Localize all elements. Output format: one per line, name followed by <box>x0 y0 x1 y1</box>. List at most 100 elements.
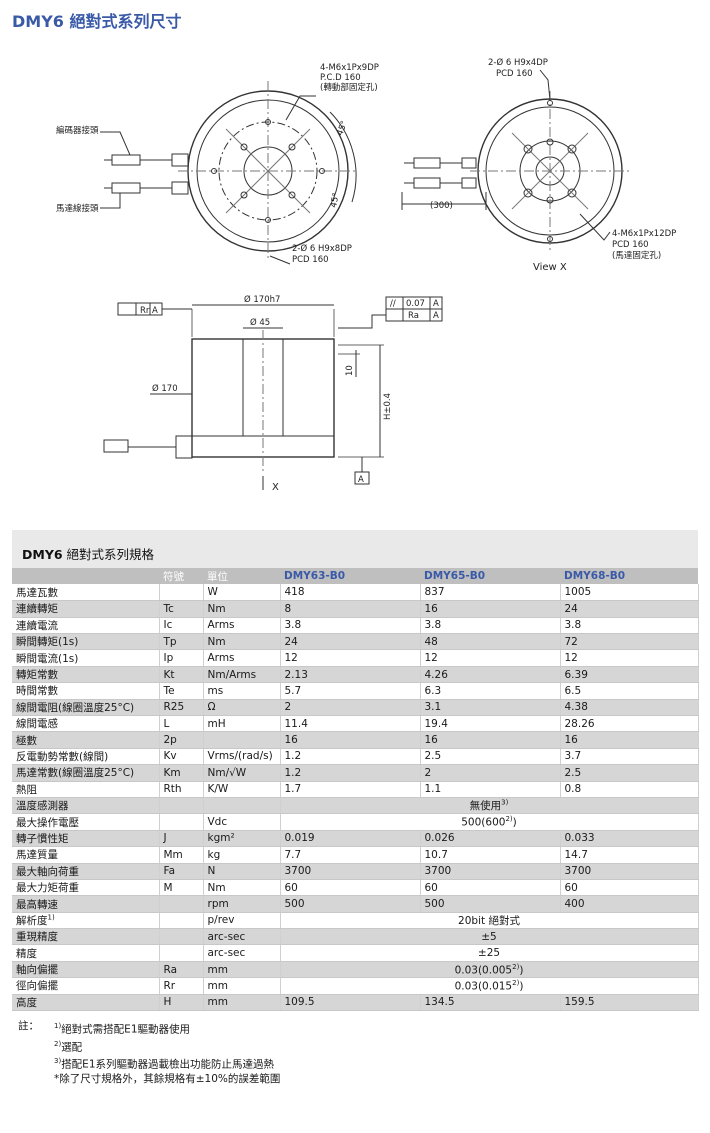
symbol-cell: Rr <box>159 977 204 995</box>
unit-cell: ms <box>203 682 281 700</box>
param-cell: 瞬間轉矩(1s) <box>12 633 160 651</box>
front-callout-top-2: P.C.D 160 <box>320 73 361 83</box>
value-cell: 60 <box>280 879 421 897</box>
param-cell: 最大軸向荷重 <box>12 863 160 880</box>
spec-table-title: DMY6 絕對式系列規格 <box>22 547 155 562</box>
symbol-cell: Fa <box>159 863 204 880</box>
value-cell: 6.39 <box>560 666 699 684</box>
param-cell: 精度 <box>12 944 160 962</box>
unit-cell: Nm <box>203 879 281 897</box>
value-cell: 6.5 <box>560 682 699 700</box>
value-cell: 3.1 <box>420 699 561 717</box>
value-cell: 28.26 <box>560 715 699 733</box>
value-cell: 1.2 <box>280 764 421 782</box>
param-cell: 馬達瓦數 <box>12 584 160 602</box>
value-cell: 11.4 <box>280 715 421 733</box>
value-cell: 6.3 <box>420 682 561 700</box>
runout-rr-datum: A <box>152 306 158 316</box>
value-cell: 72 <box>560 633 699 651</box>
view-x-arrow-label: X <box>272 482 279 493</box>
unit-cell: mH <box>203 715 281 733</box>
param-cell: 極數 <box>12 731 160 749</box>
value-cell-merged: 20bit 絕對式 <box>280 912 699 930</box>
header-unit: 單位 <box>203 568 280 585</box>
motor-connector-label: 馬達線接頭 <box>56 203 99 214</box>
spec-table-panel: DMY6 絕對式系列規格 符號 單位 DMY63-B0 DMY65-B0 DMY… <box>12 530 699 1096</box>
param-cell: 時間常數 <box>12 682 160 700</box>
value-cell-merged: 500(6002)) <box>280 813 699 831</box>
param-cell: 轉子慣性矩 <box>12 830 160 848</box>
viewx-callout-bottom-1: 4-M6x1Px12DP <box>612 229 676 239</box>
value-cell: 0.026 <box>420 830 561 848</box>
param-cell: 馬達質量 <box>12 846 160 864</box>
param-cell: 最高轉速 <box>12 895 160 913</box>
unit-cell: Vrms/(rad/s) <box>203 748 281 766</box>
param-cell: 最大力矩荷重 <box>12 879 160 897</box>
value-cell: 12 <box>420 649 561 667</box>
viewx-callout-bottom-3: (馬達固定孔) <box>612 250 661 261</box>
dimension-drawings: 4-M6x1Px9DP P.C.D 160 (轉動部固定孔) 編碼器接頭 馬達線… <box>56 57 676 493</box>
value-cell: 14.7 <box>560 846 699 864</box>
front-callout-bottom-1: 2-Ø 6 H9x8DP <box>292 243 352 254</box>
header-symbol: 符號 <box>159 568 203 585</box>
value-cell: 3.7 <box>560 748 699 766</box>
side-view-drawing <box>103 296 443 490</box>
param-cell: 最大操作電壓 <box>12 813 160 831</box>
page-title: DMY6 絕對式系列尺寸 <box>12 12 182 31</box>
unit-cell: kgm² <box>203 830 281 848</box>
header-model-68: DMY68-B0 <box>560 568 698 585</box>
unit-cell: arc-sec <box>203 928 281 946</box>
value-cell: 3.8 <box>280 617 421 635</box>
value-cell: 7.7 <box>280 846 421 864</box>
value-cell: 0.019 <box>280 830 421 848</box>
unit-cell: W <box>203 584 281 602</box>
value-cell: 837 <box>420 584 561 602</box>
param-cell: 高度 <box>12 994 160 1012</box>
symbol-cell: Mm <box>159 846 204 864</box>
table-row: 溫度感測器無使用3) <box>12 797 699 815</box>
param-cell: 瞬間電流(1s) <box>12 649 160 667</box>
symbol-cell: Kt <box>159 666 204 684</box>
unit-cell: mm <box>203 961 281 979</box>
symbol-cell <box>159 912 204 930</box>
note-item: *除了尺寸規格外，其餘規格有±10%的誤差範圍 <box>54 1072 281 1085</box>
value-cell: 1005 <box>560 584 699 602</box>
view-x-drawing <box>401 69 630 251</box>
symbol-cell <box>159 928 204 946</box>
param-cell: 重現精度 <box>12 928 160 946</box>
value-cell: 500 <box>420 895 561 913</box>
value-cell-merged: ±25 <box>280 944 699 962</box>
unit-cell: Ω <box>203 699 281 717</box>
value-cell: 10.7 <box>420 846 561 864</box>
param-cell: 解析度1) <box>12 912 160 930</box>
symbol-cell: Te <box>159 682 204 700</box>
unit-cell: rpm <box>203 895 281 913</box>
unit-cell: Nm <box>203 633 281 651</box>
viewx-callout-bottom-2: PCD 160 <box>612 240 649 250</box>
value-cell-merged: 無使用3) <box>280 797 699 815</box>
value-cell: 0.8 <box>560 781 699 798</box>
param-cell: 熱阻 <box>12 781 160 798</box>
note-item: 3)搭配E1系列驅動器過載檢出功能防止馬達過熱 <box>54 1057 275 1071</box>
param-cell: 馬達常數(線圈溫度25°C) <box>12 764 160 782</box>
header-model-63: DMY63-B0 <box>280 568 420 585</box>
value-cell: 109.5 <box>280 994 421 1012</box>
value-cell: 16 <box>560 731 699 749</box>
param-cell: 連續轉矩 <box>12 600 160 618</box>
symbol-cell: R25 <box>159 699 204 717</box>
value-cell-merged: 0.03(0.0152)) <box>280 977 699 995</box>
value-cell: 16 <box>280 731 421 749</box>
symbol-cell <box>159 797 204 815</box>
param-cell: 反電動勢常數(線間) <box>12 748 160 766</box>
value-cell: 418 <box>280 584 421 602</box>
